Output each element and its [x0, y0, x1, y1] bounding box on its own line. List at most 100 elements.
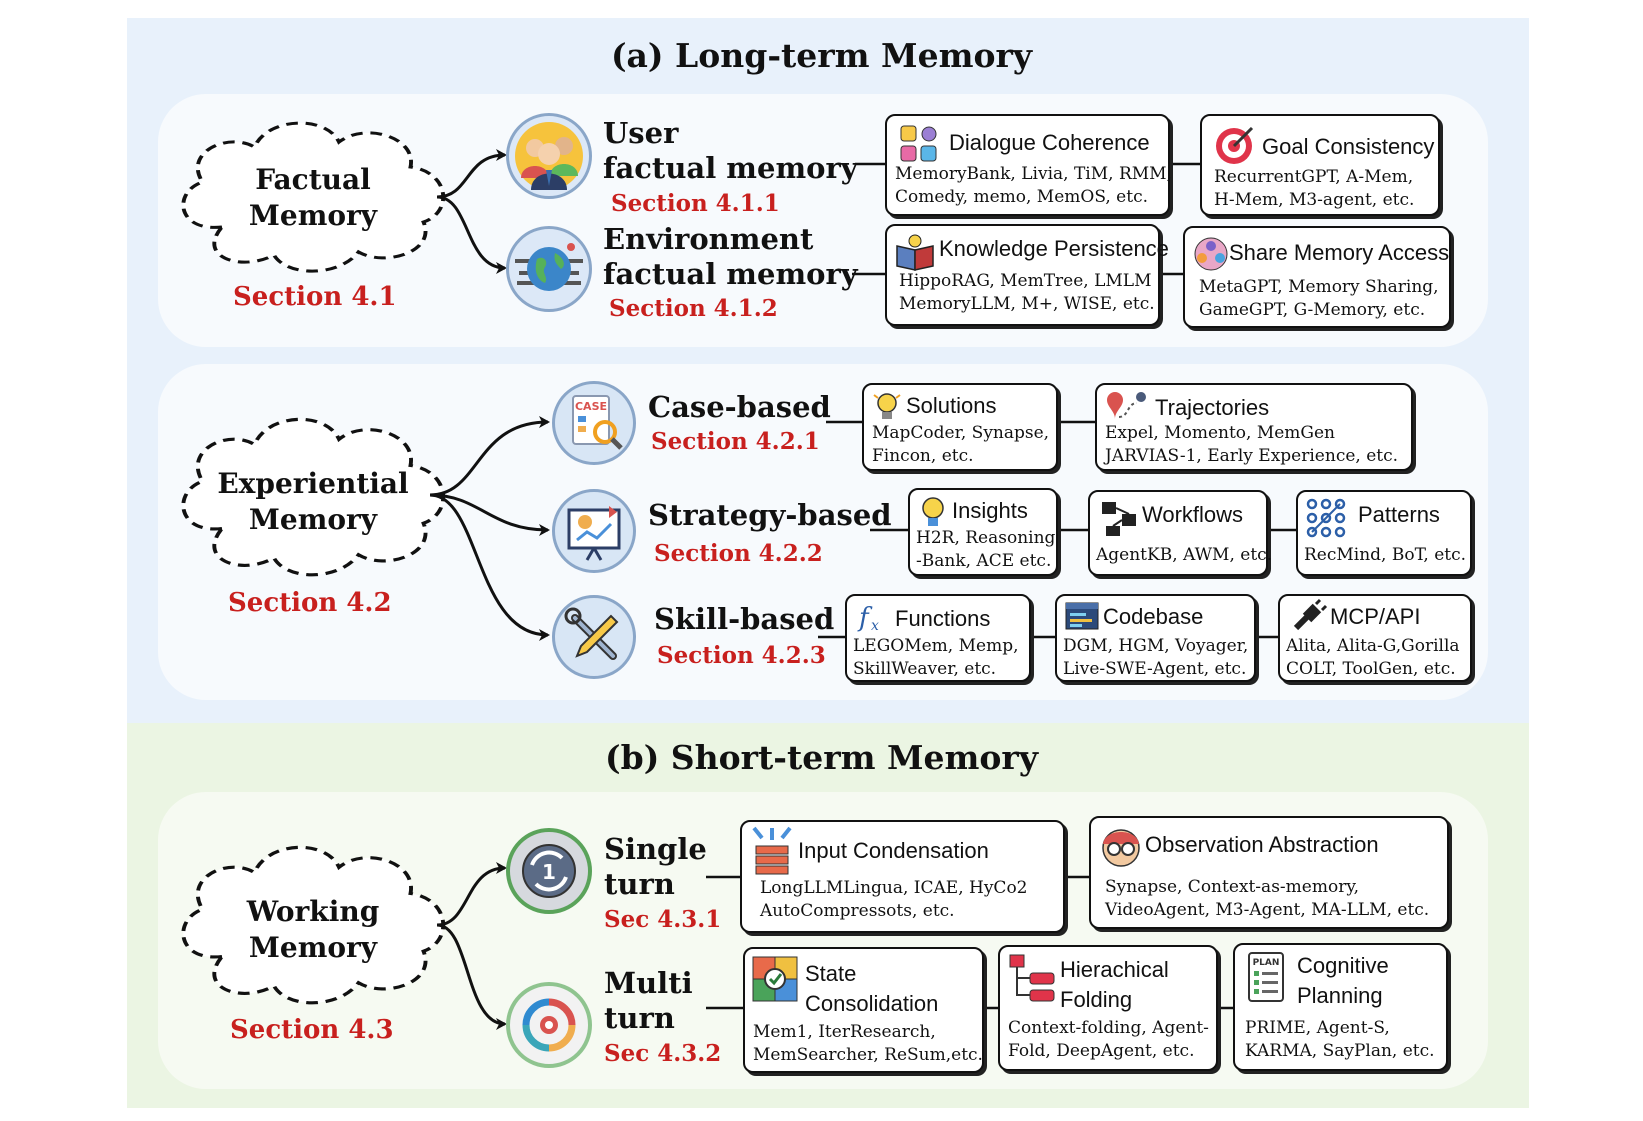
functions-body: LEGOMem, Memp,SkillWeaver, etc.	[853, 636, 1019, 679]
route-pin-icon	[1107, 392, 1146, 419]
strategy-based-title: Strategy-based	[648, 498, 892, 532]
patterns-box: Patterns RecMind, BoT, etc.	[1296, 490, 1472, 576]
observation-abstraction-body: Synapse, Context-as-memory,VideoAgent, M…	[1105, 877, 1430, 920]
hierachical-folding-body: Context-folding, Agent-Fold, DeepAgent, …	[1008, 1018, 1209, 1061]
observation-abstraction-box: Observation Abstraction Synapse, Context…	[1089, 816, 1449, 929]
dialogue-apps-icon	[900, 125, 937, 162]
strategy-based-section: Section 4.2.2	[654, 540, 823, 567]
strategy-board-icon	[552, 489, 636, 573]
case-based-title: Case-based	[648, 390, 831, 424]
svg-text:1: 1	[542, 860, 556, 884]
single-turn-cycle-icon: 1	[506, 828, 592, 914]
functions-box: f x Functions LEGOMem, Memp,SkillWeaver,…	[845, 594, 1031, 682]
working-section-label: Section 4.3	[230, 1015, 394, 1045]
users-group-icon	[506, 113, 592, 199]
observation-abstraction-title: Observation Abstraction	[1145, 832, 1379, 857]
skill-based-section: Section 4.2.3	[657, 642, 826, 669]
code-window-icon	[1065, 602, 1099, 630]
cognitive-planning-body: PRIME, Agent-S,KARMA, SayPlan, etc.	[1245, 1018, 1435, 1061]
share-memory-access-title: Share Memory Access	[1229, 240, 1450, 265]
solutions-title: Solutions	[906, 393, 997, 418]
dialogue-coherence-title: Dialogue Coherence	[949, 130, 1150, 155]
working-arrows	[436, 862, 507, 1030]
mcp-api-title: MCP/API	[1330, 604, 1421, 629]
multi-turn-cycle-icon	[506, 982, 592, 1068]
workflows-title: Workflows	[1142, 502, 1244, 527]
insights-body: H2R, Reasoning-Bank, ACE etc.	[916, 528, 1056, 571]
multi-turn-section: Sec 4.3.2	[604, 1040, 722, 1067]
goal-consistency-title: Goal Consistency	[1262, 134, 1435, 159]
share-memory-access-body: MetaGPT, Memory Sharing,GameGPT, G-Memor…	[1199, 277, 1439, 320]
case-search-icon: CASE	[552, 381, 636, 465]
workflow-nodes-icon	[1102, 502, 1136, 536]
case-based-section: Section 4.2.1	[651, 428, 820, 455]
plan-checklist-icon: PLAN	[1248, 952, 1284, 1002]
insights-title: Insights	[952, 498, 1028, 523]
pattern-dots-icon	[1306, 498, 1346, 538]
plug-icon	[1293, 598, 1328, 631]
patterns-title: Patterns	[1358, 502, 1440, 527]
observer-face-icon	[1102, 829, 1140, 867]
goal-consistency-box: Goal Consistency RecurrentGPT, A-Mem,H-M…	[1200, 114, 1440, 216]
patterns-body: RecMind, BoT, etc.	[1304, 545, 1467, 565]
factual-arrows	[436, 149, 507, 274]
input-condensation-title: Input Condensation	[798, 838, 989, 863]
target-icon	[1216, 126, 1254, 164]
svg-text:CASE: CASE	[575, 400, 607, 413]
tools-pencil-icon	[552, 595, 636, 679]
codebase-title: Codebase	[1103, 604, 1204, 629]
insight-bulb-icon	[922, 497, 944, 526]
insights-box: Insights H2R, Reasoning-Bank, ACE etc.	[908, 488, 1058, 576]
solutions-body: MapCoder, Synapse,Fincon, etc.	[872, 423, 1050, 466]
environment-factual-section: Section 4.1.2	[609, 295, 778, 322]
knowledge-persistence-title: Knowledge Persistence	[939, 236, 1169, 261]
codebase-box: Codebase DGM, HGM, Voyager,Live-SWE-Agen…	[1055, 594, 1256, 682]
goal-consistency-body: RecurrentGPT, A-Mem,H-Mem, M3-agent, etc…	[1214, 167, 1415, 210]
codebase-body: DGM, HGM, Voyager,Live-SWE-Agent, etc.	[1063, 636, 1249, 679]
box-connectors	[706, 162, 1296, 1010]
experiential-arrows	[429, 416, 550, 641]
solutions-box: Solutions MapCoder, Synapse,Fincon, etc.	[862, 383, 1058, 471]
trajectories-title: Trajectories	[1155, 395, 1270, 420]
shared-users-icon	[1194, 237, 1228, 271]
functions-title: Functions	[895, 606, 991, 631]
user-factual-section: Section 4.1.1	[611, 190, 780, 217]
puzzle-check-icon	[752, 956, 798, 1002]
compress-arrows-icon	[752, 826, 792, 875]
hierarchy-tree-icon	[1009, 954, 1055, 1002]
skill-based-title: Skill-based	[654, 602, 835, 636]
book-bulb-icon	[896, 234, 934, 271]
share-memory-access-box: Share Memory Access MetaGPT, Memory Shar…	[1183, 226, 1451, 328]
workflows-body: AgentKB, AWM, etc.	[1096, 545, 1273, 565]
short-term-title: (b) Short-term Memory	[605, 738, 1038, 777]
idea-bulb-icon	[873, 393, 901, 419]
svg-text:PLAN: PLAN	[1253, 958, 1280, 968]
state-consolidation-body: Mem1, IterResearch,MemSearcher, ReSum,et…	[753, 1022, 983, 1065]
dialogue-coherence-body: MemoryBank, Livia, TiM, RMM,Comedy, memo…	[895, 164, 1172, 207]
svg-text:x: x	[871, 618, 879, 634]
workflows-box: Workflows AgentKB, AWM, etc.	[1088, 490, 1272, 576]
input-condensation-box: Input Condensation LongLLMLingua, ICAE, …	[740, 820, 1065, 933]
dialogue-coherence-box: Dialogue Coherence MemoryBank, Livia, Ti…	[885, 114, 1172, 216]
function-symbol-icon: f x	[857, 603, 879, 634]
experiential-section-label: Section 4.2	[228, 588, 392, 618]
long-term-title: (a) Long-term Memory	[610, 36, 1033, 75]
